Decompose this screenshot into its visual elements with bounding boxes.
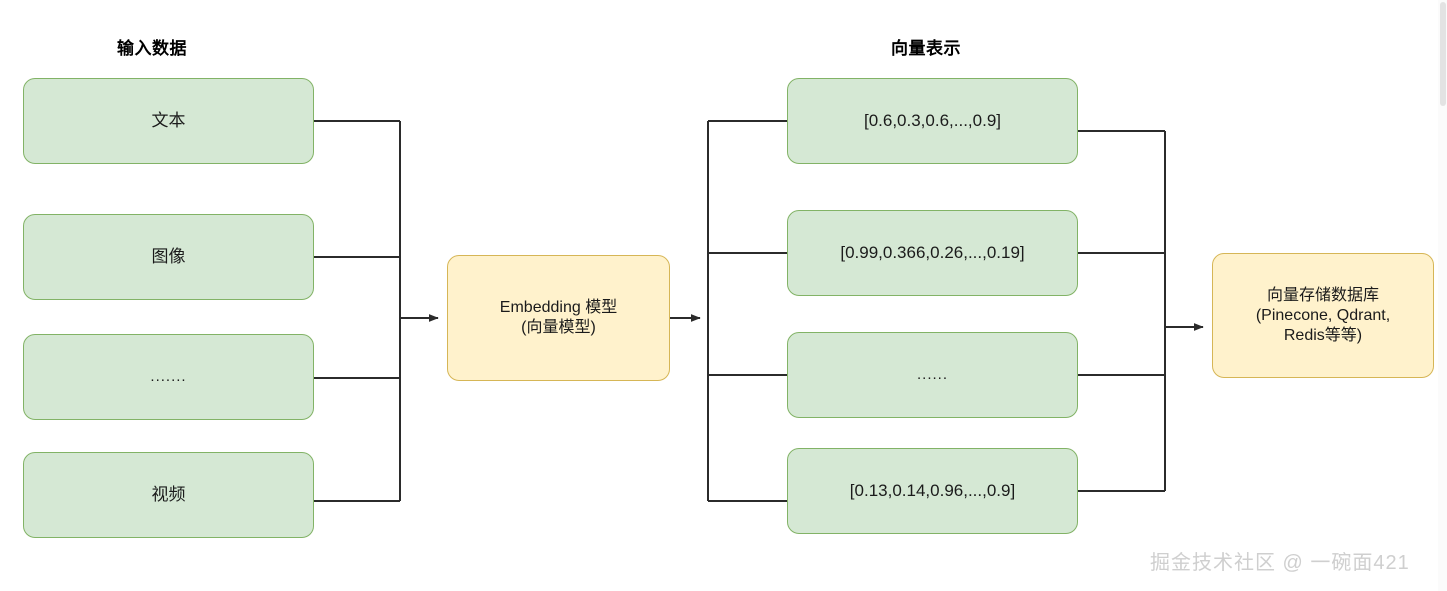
input-column-title: 输入数据	[117, 39, 187, 58]
vector-store-node[interactable]: 向量存储数据库 (Pinecone, Qdrant, Redis等等)	[1212, 253, 1434, 378]
watermark-text: 掘金技术社区 @ 一碗面421	[1150, 552, 1410, 574]
vertical-scrollbar-thumb[interactable]	[1440, 2, 1446, 106]
vector-column-title: 向量表示	[891, 39, 961, 58]
vertical-scrollbar[interactable]	[1438, 0, 1447, 591]
input-node-image-label: 图像	[151, 247, 186, 267]
vector-store-label: 向量存储数据库 (Pinecone, Qdrant, Redis等等)	[1255, 286, 1391, 344]
embedding-model-label: Embedding 模型 (向量模型)	[499, 299, 618, 336]
input-node-image[interactable]: 图像	[23, 214, 314, 300]
input-node-text-label: 文本	[151, 111, 186, 131]
input-node-text[interactable]: 文本	[23, 78, 314, 164]
vector-node-4-label: [0.13,0.14,0.96,...,0.9]	[849, 481, 1016, 501]
embedding-model-node[interactable]: Embedding 模型 (向量模型)	[447, 255, 670, 381]
vector-node-3[interactable]: ......	[787, 332, 1078, 418]
vector-node-1-label: [0.6,0.3,0.6,...,0.9]	[863, 111, 1002, 131]
vector-node-2-label: [0.99,0.366,0.26,...,0.19]	[840, 243, 1025, 263]
input-node-video-label: 视频	[151, 485, 186, 505]
vector-node-4[interactable]: [0.13,0.14,0.96,...,0.9]	[787, 448, 1078, 534]
vector-node-2[interactable]: [0.99,0.366,0.26,...,0.19]	[787, 210, 1078, 296]
input-node-ellipsis[interactable]: .......	[23, 334, 314, 420]
input-node-video[interactable]: 视频	[23, 452, 314, 538]
input-node-ellipsis-label: .......	[150, 367, 187, 385]
vector-node-3-label: ......	[916, 365, 948, 383]
vector-node-1[interactable]: [0.6,0.3,0.6,...,0.9]	[787, 78, 1078, 164]
